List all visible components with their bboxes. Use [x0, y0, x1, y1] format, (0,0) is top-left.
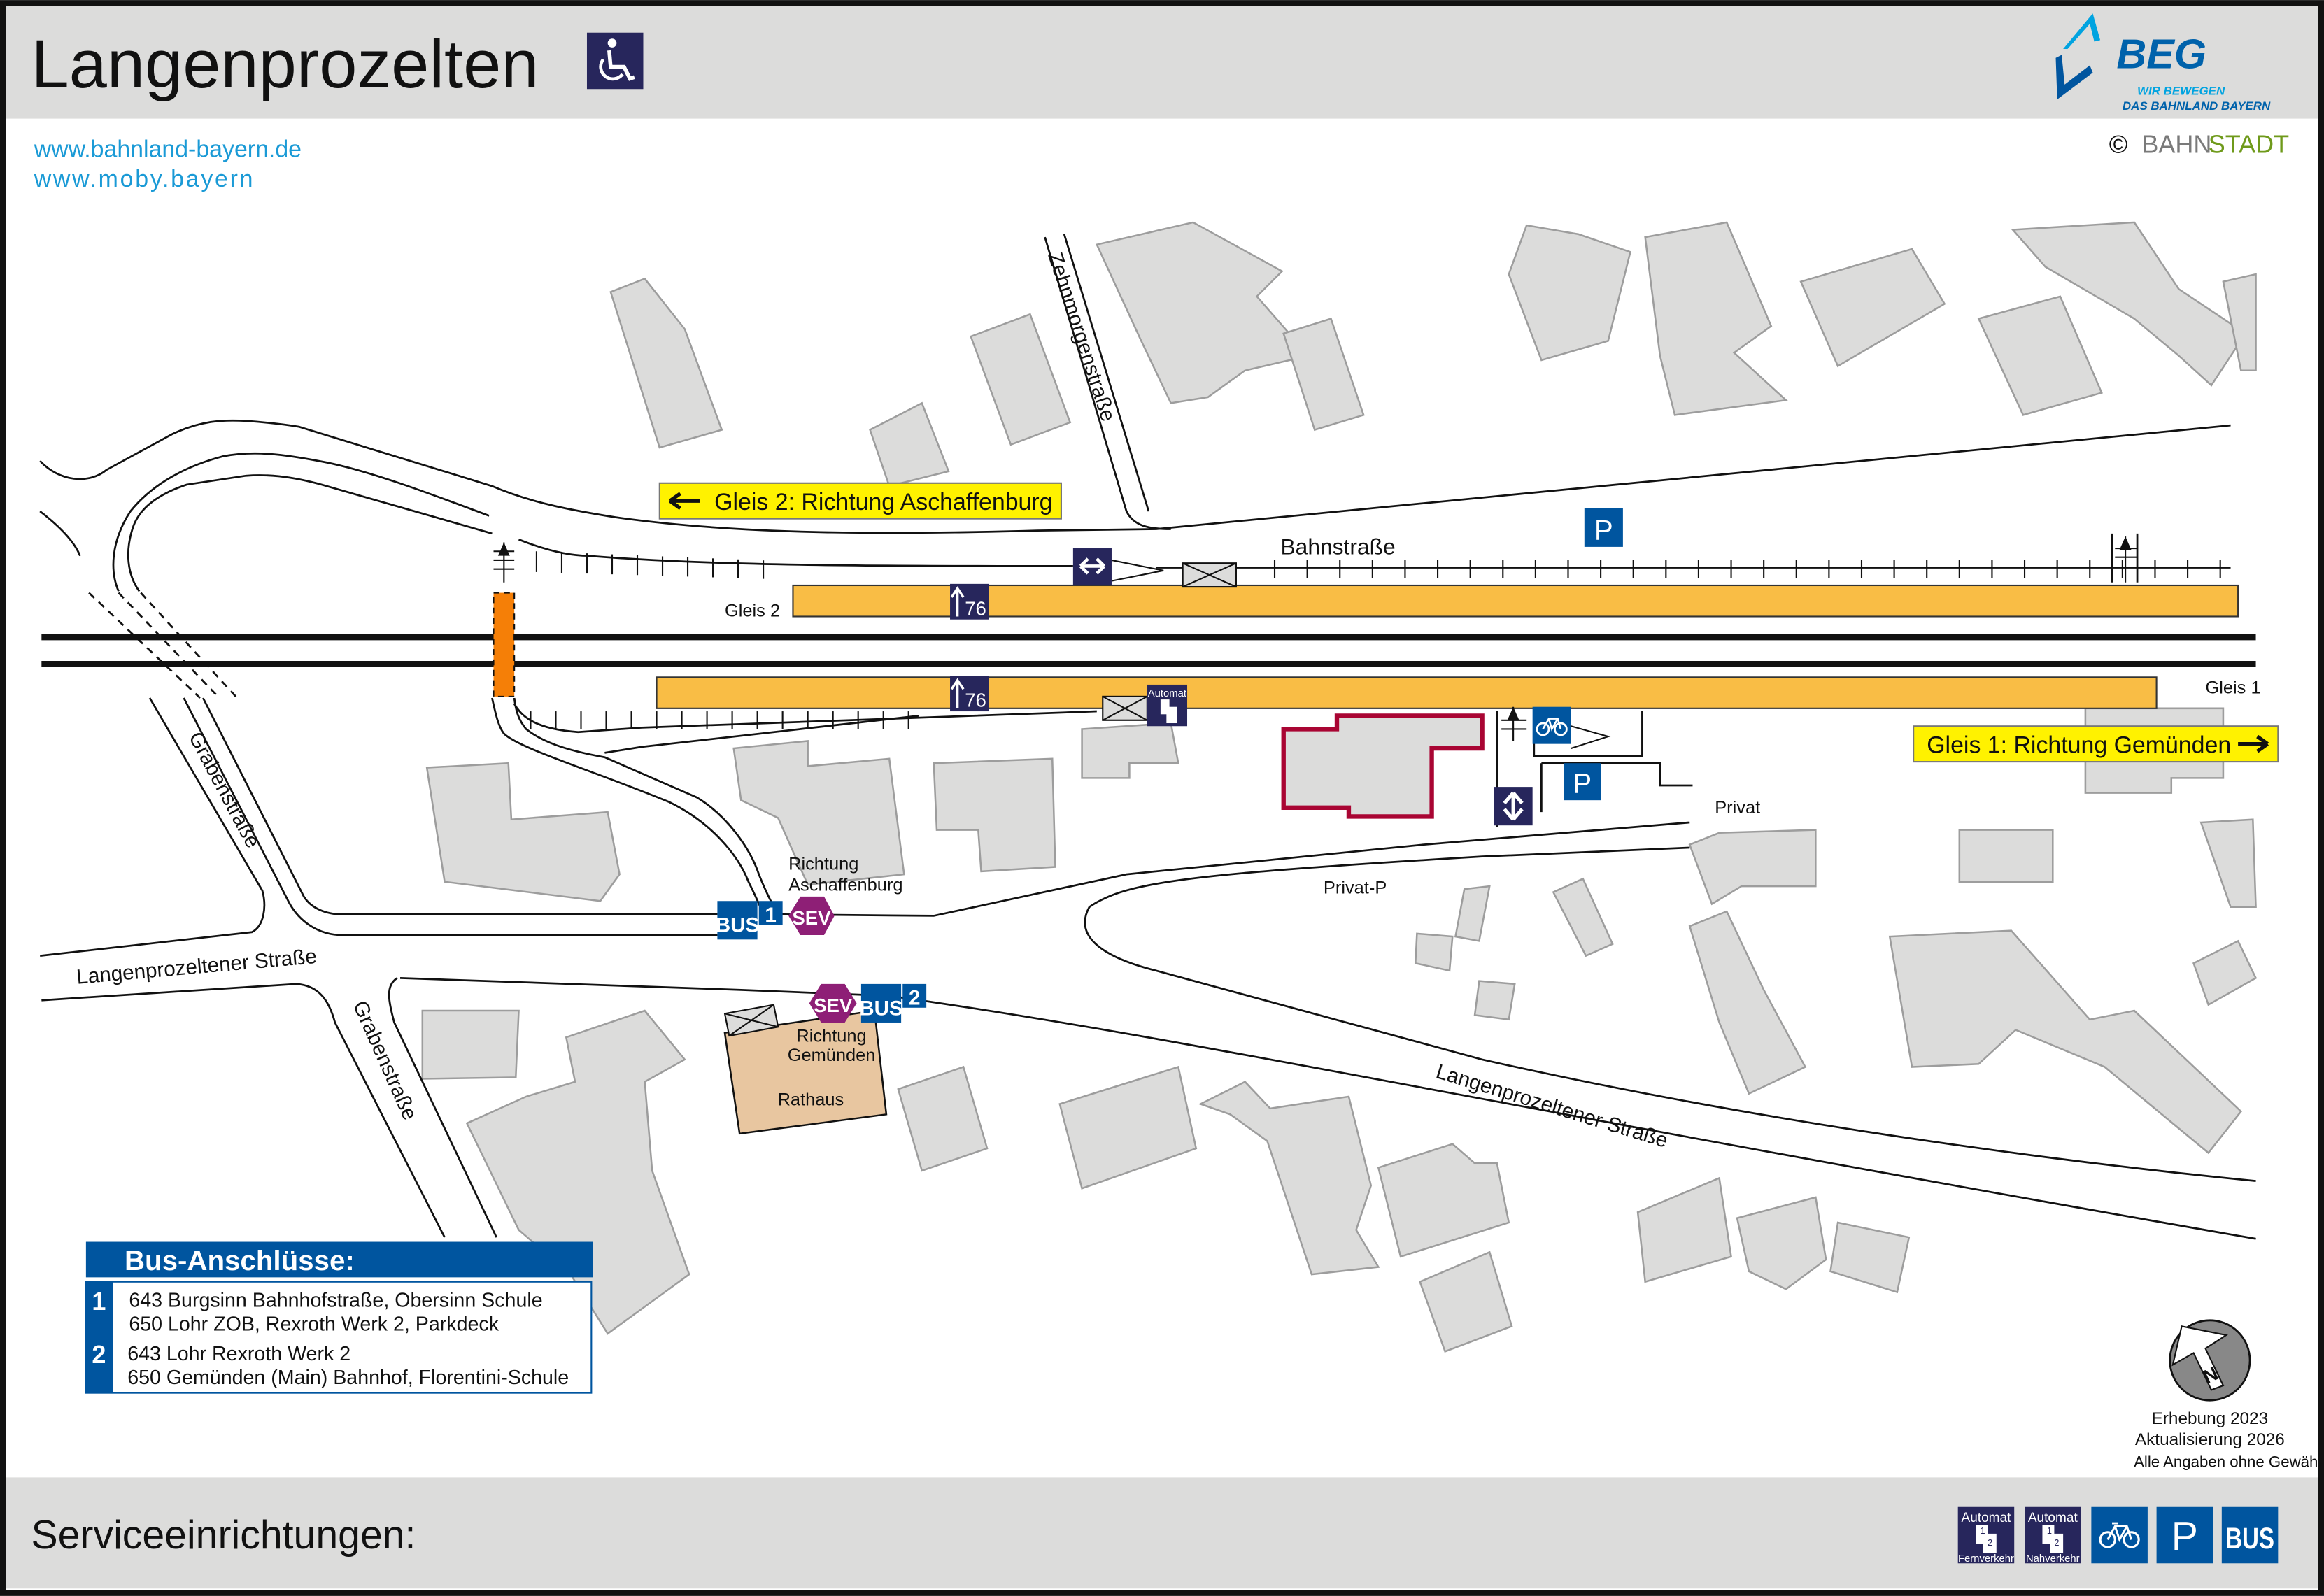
bus-stop-2[interactable]: BUS 2 [859, 983, 927, 1023]
svg-text:BUS: BUS [859, 997, 903, 1020]
link-moby-bayern[interactable]: www.moby.bayern [34, 166, 255, 192]
svg-text:Automat: Automat [2028, 1511, 2078, 1525]
svg-text:650 Gemünden (Main) Bahnhof, F: 650 Gemünden (Main) Bahnhof, Florentini-… [127, 1367, 569, 1389]
street-bahnstrasse: Bahnstraße [1280, 534, 1395, 559]
svg-text:76: 76 [965, 690, 986, 711]
level-access-icon [1072, 548, 1112, 585]
svg-text:Aschaffenburg: Aschaffenburg [788, 875, 902, 895]
bus-icon: BUS [2221, 1506, 2279, 1564]
svg-text:DAS BAHNLAND BAYERN: DAS BAHNLAND BAYERN [2123, 99, 2271, 113]
service-ticket-machine-nahverkehr: Automat 1 2 Nahverkehr [2025, 1506, 2081, 1565]
buildings [421, 221, 2258, 1353]
svg-text:643 Lohr Rexroth Werk 2: 643 Lohr Rexroth Werk 2 [127, 1343, 350, 1365]
elevator-updown-icon [1494, 787, 1533, 826]
header-band [6, 6, 2318, 119]
platform-gleis-2 [792, 584, 2239, 618]
update-note: Aktualisierung 2026 [2135, 1430, 2285, 1449]
svg-text:WIR BEWEGEN: WIR BEWEGEN [2137, 85, 2225, 98]
platform-section-sign: 76 [950, 583, 989, 620]
bus-connections-panel: Bus-Anschlüsse: 1 643 Burgsinn Bahnhofst… [85, 1241, 593, 1394]
label-privat-p: Privat-P [1324, 878, 1387, 898]
svg-text:Nahverkehr: Nahverkehr [2026, 1553, 2080, 1565]
svg-text:650 Lohr ZOB, Rexroth Werk 2,: 650 Lohr ZOB, Rexroth Werk 2, Parkdeck [129, 1313, 499, 1336]
svg-text:Automat: Automat [1148, 688, 1187, 699]
survey-note: Erhebung 2023 [2152, 1409, 2269, 1428]
roads [39, 234, 2256, 1240]
level-crossing [493, 592, 516, 697]
svg-text:2: 2 [909, 987, 921, 1010]
stairs-icon [2115, 536, 2138, 583]
svg-text:2: 2 [1988, 1537, 1992, 1548]
beg-logo: BEG WIR BEWEGEN DAS BAHNLAND BAYERN [2055, 13, 2271, 113]
svg-text:P: P [1573, 768, 1592, 799]
link-bahnland-bayern[interactable]: www.bahnland-bayern.de [34, 136, 302, 163]
bus-stop-1[interactable]: BUS 1 [716, 901, 783, 940]
svg-text:1: 1 [2047, 1525, 2052, 1536]
direction-sign-gleis-2: Gleis 2: Richtung Aschaffenburg [658, 482, 1062, 520]
svg-text:BUS: BUS [2225, 1522, 2274, 1555]
gleis-1-label: Gleis 1 [2206, 678, 2261, 698]
label-rathaus: Rathaus [778, 1090, 844, 1110]
shelter-icon [1102, 695, 1148, 721]
platform-section-sign: 76 [950, 676, 989, 712]
sev-stop-aschaffenburg[interactable]: SEV [788, 896, 835, 935]
stairs-icon [493, 542, 515, 583]
service-ticket-machine-fernverkehr: Automat 1 2 Fernverkehr [1957, 1506, 2015, 1565]
svg-text:Gemünden: Gemünden [788, 1046, 876, 1065]
bahnstadt-copyright: © BAHN STADT [2109, 129, 2289, 158]
svg-text:2: 2 [92, 1340, 106, 1369]
svg-text:643 Burgsinn Bahnhofstraße, Ob: 643 Burgsinn Bahnhofstraße, Obersinn Sch… [129, 1290, 542, 1312]
svg-text:STADT: STADT [2209, 129, 2289, 158]
svg-text:1: 1 [92, 1287, 106, 1316]
svg-text:Gleis 2: Richtung Aschaffenbur: Gleis 2: Richtung Aschaffenburg [714, 489, 1052, 515]
stairs-icon [1501, 706, 1527, 741]
shelter-icon [723, 1004, 779, 1037]
parking-sign: P [1584, 508, 1623, 547]
svg-text:BEG: BEG [2116, 31, 2206, 78]
parking-icon: P [2156, 1506, 2213, 1564]
bus-connections-title: Bus-Anschlüsse: [125, 1245, 355, 1276]
svg-text:Automat: Automat [1961, 1511, 2011, 1525]
sev-stop-gemuenden[interactable]: SEV [809, 983, 857, 1023]
svg-text:BAHN: BAHN [2141, 129, 2211, 158]
svg-text:P: P [2171, 1514, 2198, 1559]
bicycle-parking-sign [1532, 706, 1571, 744]
svg-text:1: 1 [765, 904, 777, 927]
services-title: Serviceeinrichtungen: [31, 1513, 416, 1558]
svg-text:1: 1 [1980, 1525, 1985, 1536]
platform-gleis-1 [656, 676, 2158, 709]
parking-ticks [530, 551, 2221, 729]
path-arrow [1571, 725, 1611, 750]
svg-text:Richtung: Richtung [788, 855, 858, 874]
svg-text:Gleis 1: Richtung Gemünden: Gleis 1: Richtung Gemünden [1927, 732, 2231, 758]
label-privat: Privat [1715, 798, 1760, 818]
direction-sign-gleis-1: Gleis 1: Richtung Gemünden [1913, 725, 2279, 763]
path-arrow [1111, 559, 1164, 582]
svg-text:SEV: SEV [792, 907, 831, 929]
arrow-left-icon [669, 492, 700, 510]
gleis-2-label: Gleis 2 [725, 601, 780, 620]
station-building [1281, 713, 1485, 819]
wheelchair-icon [586, 32, 644, 90]
svg-text:SEV: SEV [814, 995, 853, 1016]
page-title: Langenprozelten [31, 26, 539, 102]
svg-text:©: © [2109, 129, 2128, 158]
shelter-icon [1182, 562, 1237, 588]
svg-text:P: P [1594, 514, 1613, 546]
parking-sign: P [1564, 763, 1601, 801]
svg-text:Richtung: Richtung [796, 1027, 866, 1046]
footer-band [6, 1477, 2318, 1589]
disclaimer: Alle Angaben ohne Gewähr! [2134, 1453, 2324, 1471]
north-arrow-compass: N [2169, 1319, 2251, 1402]
bicycle-icon [2091, 1506, 2148, 1564]
arrow-right-icon [2238, 734, 2269, 753]
svg-text:2: 2 [2054, 1537, 2059, 1548]
svg-text:Fernverkehr: Fernverkehr [1958, 1553, 2014, 1565]
svg-text:BUS: BUS [716, 914, 760, 937]
ticket-machine-icon: Automat [1147, 684, 1188, 727]
svg-text:76: 76 [965, 597, 986, 619]
